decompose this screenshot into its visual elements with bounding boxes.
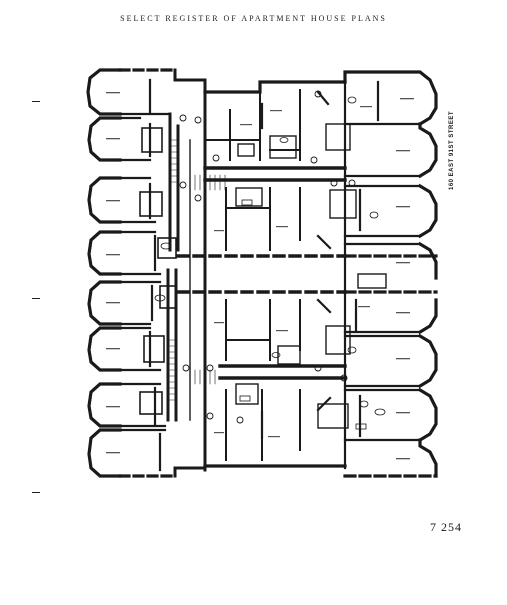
left-wing-partitions bbox=[118, 78, 172, 472]
central-block-walls bbox=[203, 80, 347, 468]
cross-corridors bbox=[203, 166, 347, 380]
page-title: SELECT REGISTER OF APARTMENT HOUSE PLANS bbox=[120, 14, 387, 23]
right-wing-partitions bbox=[343, 80, 422, 470]
room-label-marks bbox=[106, 92, 414, 460]
left-wing-outer-wall bbox=[86, 68, 122, 478]
stair-hatch bbox=[168, 139, 226, 401]
central-spine bbox=[166, 90, 207, 472]
room-tag-markers bbox=[179, 90, 356, 424]
plate-number: 7 254 bbox=[430, 520, 462, 534]
margin-mark bbox=[32, 298, 40, 299]
street-address-label: 160 EAST 91ST STREET bbox=[449, 110, 455, 190]
left-bathrooms bbox=[139, 127, 177, 415]
light-court-windows bbox=[176, 254, 347, 294]
margin-mark bbox=[32, 492, 40, 493]
left-wing-top-wall bbox=[118, 68, 177, 478]
margin-mark bbox=[32, 101, 40, 102]
fixtures bbox=[154, 96, 386, 430]
right-wing-outer-wall bbox=[343, 70, 438, 478]
top-court-wall bbox=[173, 68, 207, 94]
right-wing-dashed bbox=[343, 254, 438, 478]
right-bathrooms bbox=[317, 123, 387, 429]
central-bathrooms bbox=[235, 135, 301, 405]
